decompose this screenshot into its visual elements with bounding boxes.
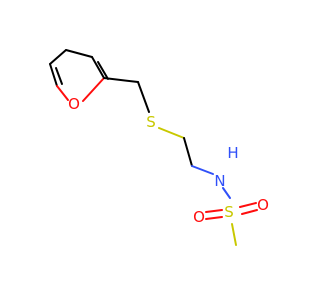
atom-thioether-sulfur: S bbox=[146, 113, 156, 131]
furan-bond-c3-c4-double bbox=[55, 67, 63, 85]
furan-bond-c1-c1b bbox=[91, 56, 105, 79]
furan-bond-c3-c2 bbox=[49, 49, 67, 65]
bond-s-ch2 bbox=[158, 127, 185, 139]
furan-bond-c4-o bbox=[56, 85, 69, 101]
atom-amide-nitrogen: N bbox=[214, 172, 225, 190]
bond-ring-ch2 bbox=[103, 77, 139, 83]
bond-n-s bbox=[222, 187, 231, 199]
bond-s-o-left-2 bbox=[205, 216, 223, 220]
bond-s-o-left-1 bbox=[205, 209, 223, 213]
furan-bond-c2-c1 bbox=[65, 49, 93, 58]
furan-bond-c2-c1-double bbox=[97, 61, 109, 80]
bond-s-o-right-1 bbox=[239, 202, 257, 208]
atom-amide-hydrogen: H bbox=[227, 144, 238, 162]
bond-ch2-n bbox=[191, 165, 214, 175]
atom-sulfonyl-oxygen-right: O bbox=[257, 196, 269, 214]
bond-ch2-ch2 bbox=[183, 137, 193, 167]
atom-sulfonyl-sulfur: S bbox=[224, 203, 234, 221]
furan-bond-o-c5 bbox=[82, 77, 105, 102]
bond-s-o-right-2 bbox=[241, 209, 258, 215]
atom-sulfonyl-oxygen-left: O bbox=[193, 208, 205, 226]
bond-s-ch3 bbox=[231, 223, 237, 246]
furan-bond-c3-c4 bbox=[49, 63, 58, 87]
molecule-diagram: O S N H S O O bbox=[49, 49, 269, 246]
atom-furan-oxygen: O bbox=[68, 95, 80, 113]
bond-ch2-s bbox=[137, 81, 150, 113]
